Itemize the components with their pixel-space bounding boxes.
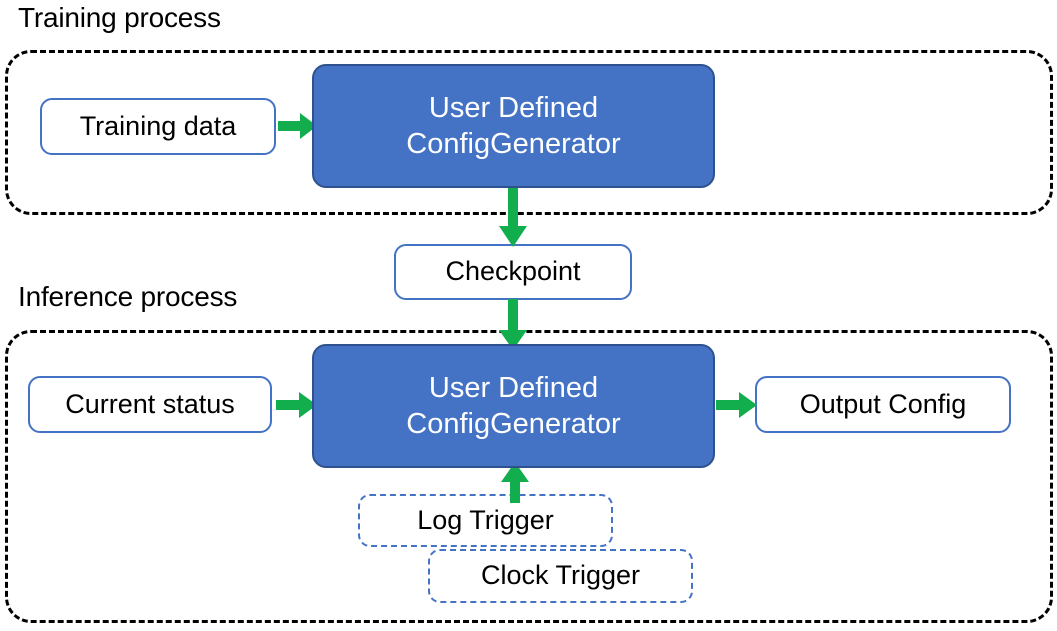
training-generator-line2: ConfigGenerator	[406, 128, 621, 160]
inference-generator-line1: User Defined	[428, 371, 599, 404]
arrow-current-status-to-generator	[276, 391, 318, 419]
current-status-box[interactable]: Current status	[28, 376, 272, 433]
training-data-box[interactable]: Training data	[40, 98, 276, 155]
output-config-box[interactable]: Output Config	[755, 376, 1011, 433]
checkpoint-box[interactable]: Checkpoint	[394, 244, 632, 300]
clock-trigger-box[interactable]: Clock Trigger	[428, 549, 693, 603]
training-generator-line1: User Defined	[428, 91, 599, 124]
inference-config-generator-box[interactable]: User Defined ConfigGenerator	[312, 344, 715, 468]
inference-generator-line2: ConfigGenerator	[406, 408, 621, 440]
inference-process-container	[5, 330, 1053, 623]
arrow-generator-to-output-config	[716, 391, 758, 419]
arrow-training-data-to-generator	[278, 112, 318, 140]
training-process-label: Training process	[18, 2, 221, 33]
training-config-generator-box[interactable]: User Defined ConfigGenerator	[312, 64, 715, 188]
arrow-training-generator-to-checkpoint	[498, 186, 528, 248]
log-trigger-box[interactable]: Log Trigger	[358, 494, 613, 547]
arrow-triggers-to-generator	[500, 462, 530, 504]
arrow-checkpoint-to-inference-generator	[498, 299, 528, 351]
inference-process-label: Inference process	[18, 281, 238, 312]
training-process-container	[5, 50, 1053, 215]
